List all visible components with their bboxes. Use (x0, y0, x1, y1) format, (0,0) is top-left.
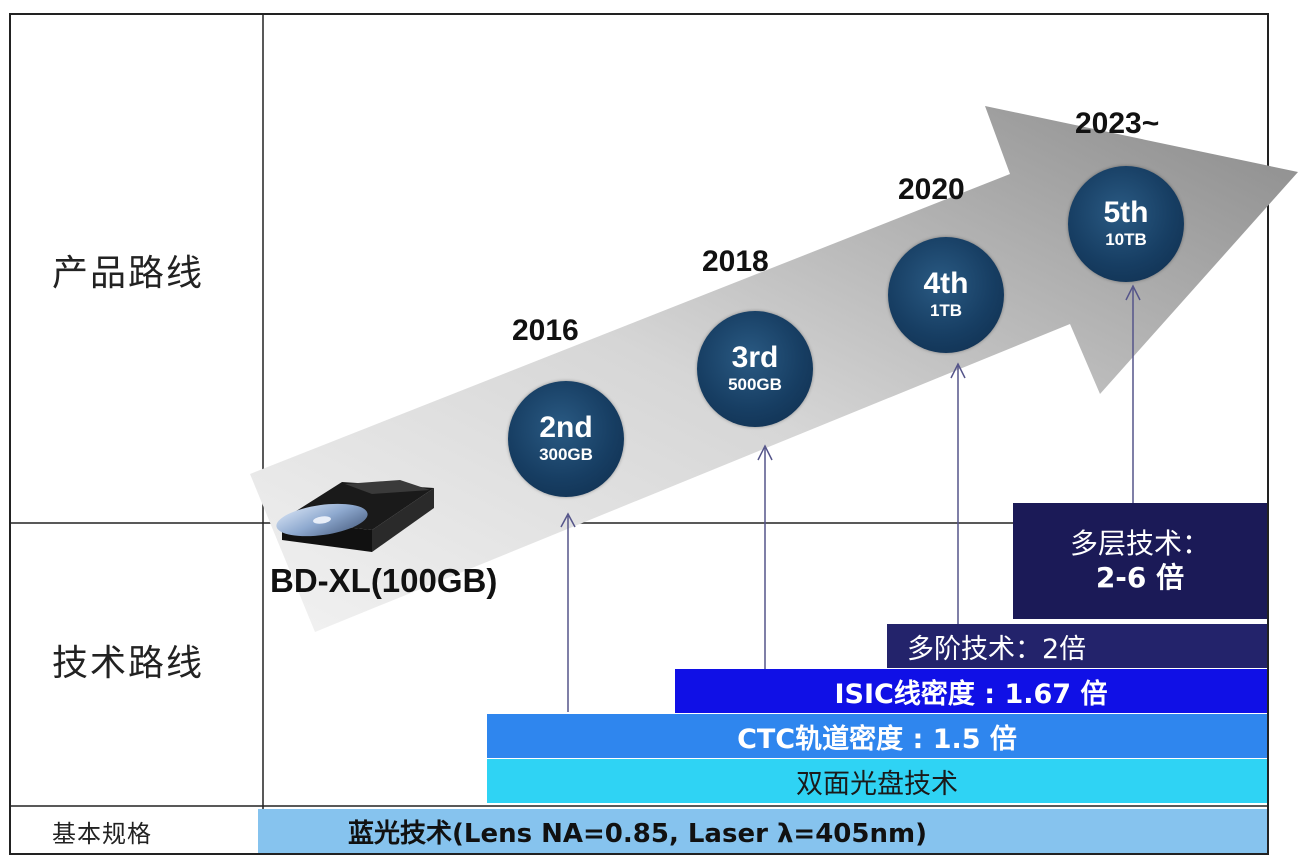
milestone-year-2016: 2016 (512, 314, 579, 347)
milestone-circle-5th: 5th 10TB (1068, 166, 1184, 282)
milestone-year-2018: 2018 (702, 245, 769, 278)
tech-bar-multilevel: 多阶技术：2倍 (887, 624, 1267, 668)
base-product-label: BD-XL(100GB) (270, 562, 498, 599)
multilayer-factor: 2-6 倍 (1095, 561, 1185, 594)
arrow-up-icon (560, 284, 1141, 712)
tech-bar-bluray: 蓝光技术(Lens NA=0.85, Laser λ=405nm) (258, 809, 1267, 853)
multilayer-title: 多层技术： (1069, 527, 1210, 561)
milestone-year-2020: 2020 (898, 173, 965, 206)
milestone-gen: 4th (923, 267, 969, 301)
milestone-capacity: 1TB (929, 300, 963, 320)
milestone-circle-3rd: 3rd 500GB (697, 311, 813, 427)
milestone-capacity: 300GB (539, 444, 593, 464)
milestone-capacity: 500GB (728, 374, 782, 394)
milestone-circle-2nd: 2nd 300GB (508, 381, 624, 497)
milestone-circle-4th: 4th 1TB (888, 237, 1004, 353)
disc-drive-icon (276, 480, 434, 552)
milestone-capacity: 10TB (1105, 229, 1147, 249)
row-label-product: 产品路线 (52, 253, 205, 294)
milestone-gen: 2nd (539, 411, 593, 445)
tech-bar-multilayer: 多层技术： 2-6 倍 (1013, 503, 1267, 619)
tech-bar-double-side: 双面光盘技术 (487, 759, 1267, 803)
milestone-gen: 5th (1103, 196, 1149, 230)
outer-border (9, 13, 1269, 855)
row-label-basic: 基本规格 (52, 820, 152, 848)
tech-bar-isic: ISIC线密度 : 1.67 倍 (675, 669, 1267, 713)
tech-bar-ctc: CTC轨道密度 : 1.5 倍 (487, 714, 1267, 758)
row-label-tech: 技术路线 (52, 643, 205, 684)
milestone-year-2023: 2023~ (1075, 107, 1160, 140)
milestone-gen: 3rd (731, 341, 779, 375)
